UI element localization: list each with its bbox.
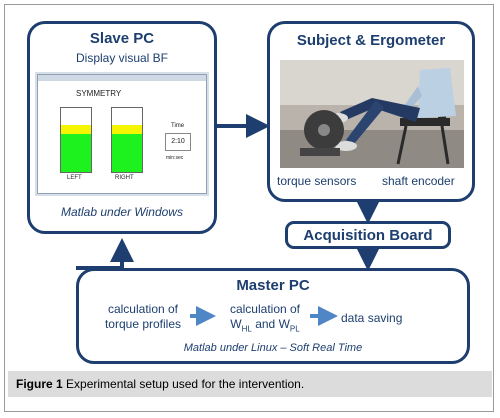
time-value: 2:10 [165,133,191,151]
time-unit: min:sec [166,155,184,161]
master-pc-footer: Matlab under Linux – Soft Real Time [183,342,363,354]
subject-photo-illustration [280,60,464,168]
slave-pc-title: Slave PC [89,30,155,47]
symmetry-heading: SYMMETRY [76,89,122,98]
left-meter-yellow-band [61,125,91,134]
arrow-master-to-slave [76,238,134,270]
slave-pc-subtitle: Display visual BF [75,51,169,65]
step-work-line2: WHL and WPL [215,317,315,336]
left-meter-green-fill [61,134,91,172]
figure-caption: Figure 1 Experimental setup used for the… [8,371,492,397]
step-work-line1: calculation of [229,302,301,316]
torque-sensors-label: torque sensors [277,174,357,188]
figure-caption-text: Experimental setup used for the interven… [66,377,305,391]
slave-pc-footer: Matlab under Windows [61,205,183,219]
shaft-encoder-label: shaft encoder [382,174,455,188]
work-and-text: and [255,317,276,331]
left-meter-label: LEFT [67,175,82,181]
step-torque-line1: calculation of [107,302,179,316]
subject-ergometer-box: Subject & Ergometer torque s [267,21,475,202]
screen-title-bar [38,75,206,81]
acquisition-board-label: Acquisition Board [303,227,433,244]
master-pc-box: Master PC calculation of torque profiles… [76,268,470,364]
right-meter-green-fill [112,134,142,172]
slave-pc-box: Slave PC Display visual BF SYMMETRY LEFT… [27,21,217,234]
work-pl-subscript: PL [289,324,300,334]
work-hl-subscript: HL [241,324,252,334]
step-torque-line2: torque profiles [104,317,182,331]
subject-ergometer-photo [280,60,464,168]
left-meter [60,107,92,173]
visual-feedback-screen: SYMMETRY LEFT RIGHT Time 2:10 min:sec [37,74,207,194]
right-meter [111,107,143,173]
subject-ergometer-title: Subject & Ergometer [296,32,446,49]
master-pc-title: Master PC [236,277,310,294]
figure-caption-label: Figure 1 [16,377,63,391]
right-meter-label: RIGHT [115,175,134,181]
work-hl-symbol: W [230,317,242,331]
time-label: Time [171,123,185,129]
step-data-saving: data saving [341,311,403,325]
right-meter-yellow-band [112,125,142,134]
work-pl-symbol: W [278,317,290,331]
step-torque-profiles: calculation of torque profiles [91,302,195,332]
step-work-calculation: calculation of WHL and WPL [215,302,315,336]
